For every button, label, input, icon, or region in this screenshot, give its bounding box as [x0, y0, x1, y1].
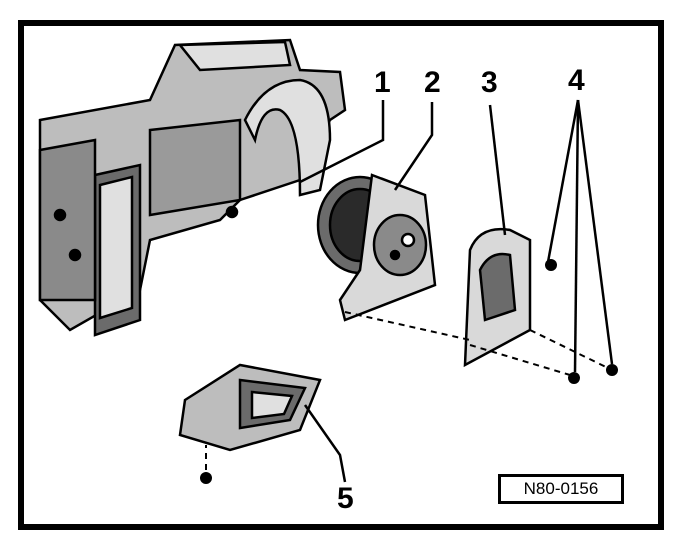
callout-5: 5 — [337, 482, 354, 515]
blower-motor-assembly — [316, 173, 437, 322]
heater-housing-assembly — [38, 38, 347, 337]
cover-plate — [463, 227, 532, 368]
callout-3: 3 — [481, 66, 498, 99]
reference-code: N80-0156 — [523, 479, 599, 498]
alignment-lines — [205, 311, 609, 470]
screw-icons — [200, 259, 618, 484]
callout-2: 2 — [424, 66, 441, 99]
reference-code-box: N80-0156 — [498, 474, 624, 504]
leader-lines — [299, 99, 614, 483]
callout-1: 1 — [374, 66, 391, 99]
callout-4: 4 — [568, 64, 585, 97]
control-module — [178, 363, 322, 452]
